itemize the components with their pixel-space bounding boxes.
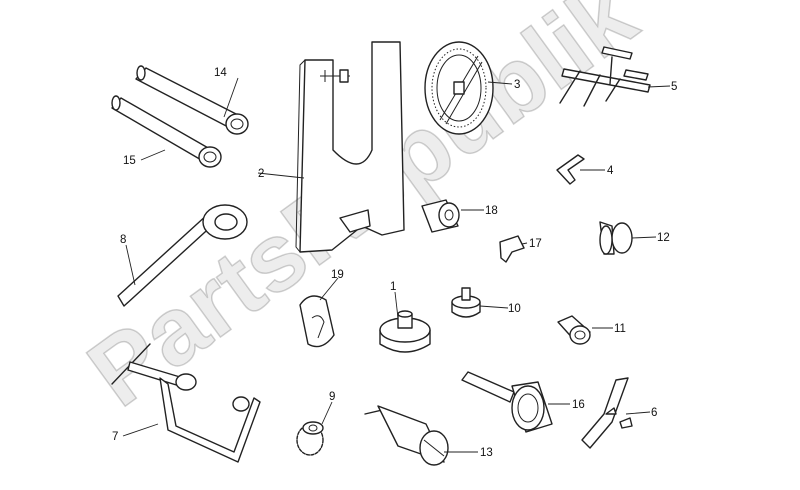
callout-9: 9 [329, 391, 335, 403]
callout-14: 14 [214, 67, 227, 79]
part-7-clamp [111, 343, 261, 463]
part-4-bracket [556, 154, 585, 185]
callout-16: 16 [572, 399, 585, 411]
callout-4: 4 [607, 165, 614, 177]
callout-2: 2 [258, 168, 264, 180]
part-9-gear [296, 421, 324, 456]
callout-17: 17 [529, 238, 542, 250]
callout-15: 15 [123, 155, 136, 167]
part-1-hub-tool [379, 310, 431, 353]
part-13-drift [364, 405, 449, 466]
callout-18: 18 [485, 205, 498, 217]
part-15-bolt [111, 95, 222, 168]
callout-13: 13 [480, 447, 493, 459]
part-11-sleeve [557, 315, 591, 345]
callout-10: 10 [508, 303, 521, 315]
callout-6: 6 [651, 407, 657, 419]
part-19-spacer [299, 295, 335, 348]
part-16-guide [461, 371, 553, 433]
callout-7: 7 [112, 431, 118, 443]
part-18-bush [421, 199, 460, 233]
part-10-cap [451, 287, 481, 318]
callouts: 14 15 2 3 5 4 18 17 12 8 19 1 10 11 7 9 … [112, 67, 677, 459]
part-5-puller [559, 46, 651, 107]
callout-3: 3 [514, 79, 520, 91]
part-12-adapter [599, 221, 633, 255]
part-3-degree-wheel [424, 41, 494, 135]
callout-1: 1 [390, 281, 396, 293]
callout-11: 11 [614, 323, 626, 335]
part-6-lever [581, 377, 633, 449]
part-14-bolt [135, 65, 249, 135]
callout-19: 19 [331, 269, 344, 281]
leader-lines [122, 77, 671, 453]
callout-5: 5 [671, 81, 677, 93]
part-2-holder-plate [295, 41, 405, 253]
part-8-wrench [117, 204, 248, 307]
callout-8: 8 [120, 234, 126, 246]
callout-12: 12 [657, 232, 670, 244]
part-17-bracket [499, 235, 525, 263]
